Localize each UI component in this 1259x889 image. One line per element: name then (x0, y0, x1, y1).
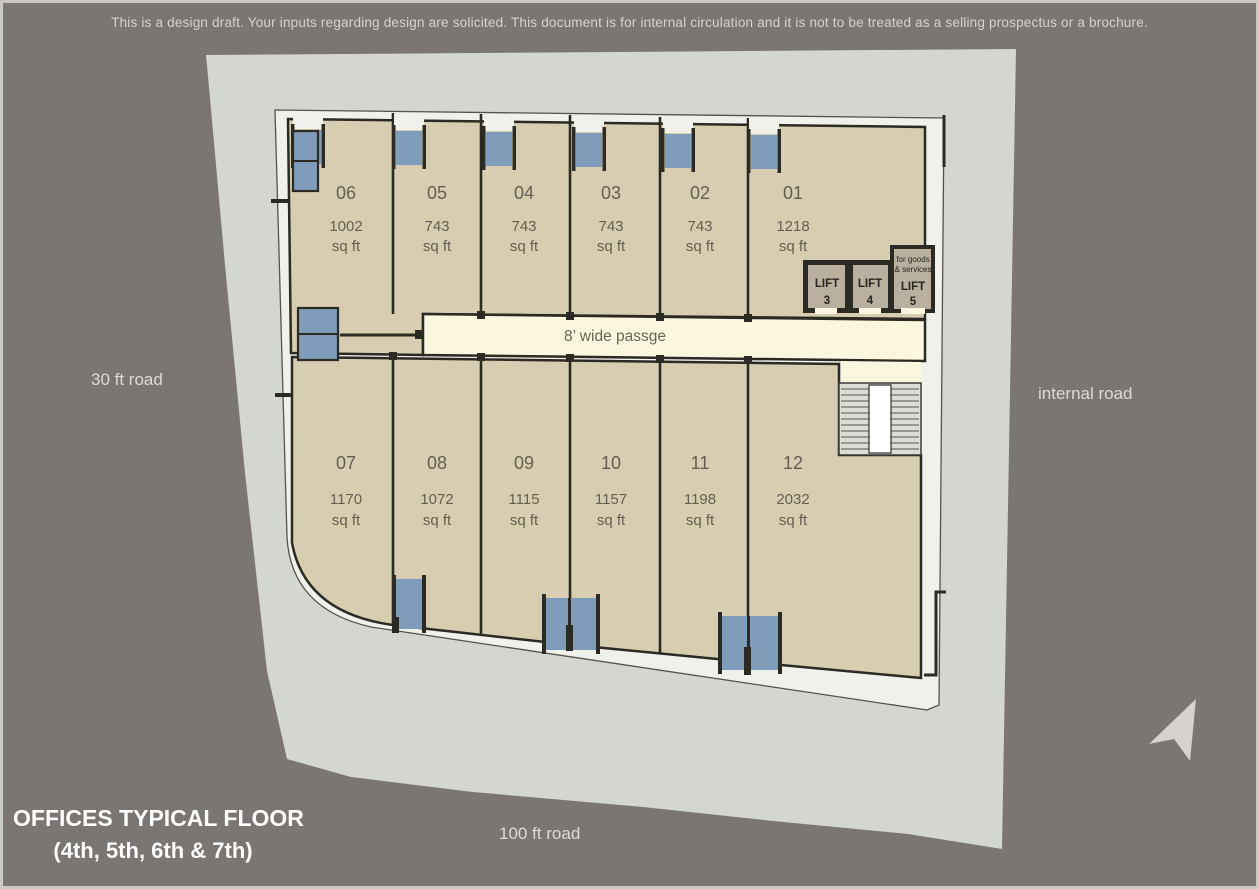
lift-3-label: LIFT (815, 278, 839, 290)
window (396, 579, 422, 629)
office-area: 743 (511, 218, 536, 235)
office-unit: sq ft (332, 238, 361, 255)
lift-5-note-line2: & services (895, 265, 932, 274)
office-area: 1002 (329, 218, 362, 235)
office-labels-bottom: 07 1170 sq ft 08 1072 sq ft 09 1115 sq f… (330, 453, 810, 529)
floor-title-line2: (4th, 5th, 6th & 7th) (53, 838, 253, 864)
office-unit: sq ft (779, 238, 808, 255)
office-unit: sq ft (686, 238, 715, 255)
staircase (838, 382, 922, 456)
floor-title-line1: OFFICES TYPICAL FLOOR (13, 805, 304, 831)
office-area: 1157 (595, 491, 627, 508)
office-number: 07 (336, 453, 356, 473)
office-number: 04 (514, 183, 534, 203)
stair-landing (868, 384, 892, 454)
lift-3-number: 3 (824, 295, 830, 307)
north-arrow-icon (1149, 699, 1196, 761)
lift-4-box (853, 265, 888, 308)
road-label-internal: internal road (1038, 384, 1133, 403)
office-area: 2032 (776, 491, 809, 508)
window (486, 132, 512, 166)
office-unit: sq ft (686, 512, 715, 529)
office-area: 743 (424, 218, 449, 235)
office-unit: sq ft (510, 238, 539, 255)
passage (421, 312, 927, 363)
office-area: 743 (598, 218, 623, 235)
office-number: 02 (690, 183, 710, 203)
office-area: 1170 (330, 491, 362, 508)
window (751, 135, 777, 169)
floor-plan-drawing: LIFT 3 LIFT 4 for goods & services LIFT … (206, 49, 1196, 849)
window (576, 133, 602, 167)
right-edge-walls (924, 115, 946, 677)
office-area: 743 (687, 218, 712, 235)
road-label-100ft: 100 ft road (499, 824, 581, 843)
lift-5-note-line1: for goods (896, 255, 929, 264)
office-number: 11 (691, 453, 710, 473)
road-label-30ft: 30 ft road (91, 370, 163, 389)
passage-stair-landing-strip (841, 361, 921, 384)
office-labels-top: 06 1002 sq ft 05 743 sq ft 04 743 sq ft … (329, 183, 809, 255)
office-number: 03 (601, 183, 621, 203)
office-unit: sq ft (332, 512, 361, 529)
office-number: 08 (427, 453, 447, 473)
office-unit: sq ft (779, 512, 808, 529)
office-area: 1198 (684, 491, 716, 508)
office-unit: sq ft (597, 238, 626, 255)
office-number: 01 (783, 183, 803, 203)
bottom-row-windows (392, 575, 782, 675)
office-area: 1218 (776, 218, 809, 235)
disclaimer-text: This is a design draft. Your inputs rega… (111, 15, 1148, 30)
left-edge-ticks (271, 199, 293, 397)
office-area: 1072 (420, 491, 453, 508)
lift-block: LIFT 3 LIFT 4 for goods & services LIFT … (803, 245, 935, 314)
office-unit: sq ft (423, 512, 452, 529)
office-number: 09 (514, 453, 534, 473)
lift-5-box (894, 249, 931, 309)
offices-bottom-block (290, 355, 923, 680)
floor-title: OFFICES TYPICAL FLOOR (4th, 5th, 6th & 7… (13, 802, 304, 867)
window (665, 134, 691, 168)
lift-3-box (808, 265, 845, 308)
office-dividers-bottom (391, 359, 750, 662)
lift-4-label: LIFT (858, 278, 882, 290)
lift-4-number: 4 (867, 295, 874, 307)
passage-label: 8’ wide passge (564, 328, 666, 345)
office-number: 06 (336, 183, 356, 203)
lift-5-label: LIFT (901, 281, 925, 293)
office-number: 12 (783, 453, 803, 473)
door-ticks (389, 311, 752, 364)
office-unit: sq ft (423, 238, 452, 255)
office-area: 1115 (508, 491, 539, 508)
office-unit: sq ft (597, 512, 626, 529)
left-side-windows (291, 129, 340, 362)
office-unit: sq ft (510, 512, 539, 529)
top-row-windows (291, 113, 781, 173)
office-number: 10 (601, 453, 621, 473)
window (396, 131, 422, 165)
corridor-wall-end (415, 330, 424, 339)
office-number: 05 (427, 183, 447, 203)
lift-5-number: 5 (910, 296, 917, 308)
